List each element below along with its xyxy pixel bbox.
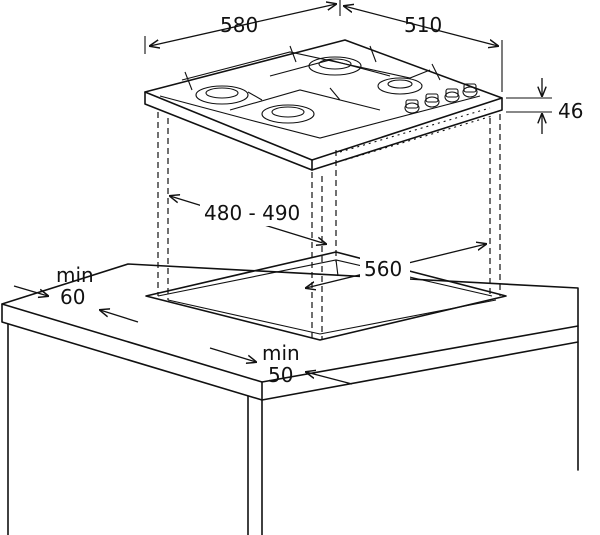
dim-min-front-value: 50 [268,363,293,387]
cabinet [7,323,579,535]
burner-back-center [308,56,362,76]
knob-icon [444,88,460,103]
dimension-min-back: min 60 [13,263,139,323]
dimension-width: 580 [144,0,341,54]
dim-width-label: 580 [220,13,258,37]
knob-icon [404,99,420,114]
dim-min-front-label: min [262,341,300,365]
dimension-cutout-depth: 480 - 490 [170,196,326,244]
burner-right [377,77,423,95]
dim-cutout-width-label: 560 [364,257,402,281]
dim-cutout-depth-label: 480 - 490 [204,201,300,225]
knob-icon [424,93,440,108]
dimension-min-front: min 50 [209,341,353,387]
vent-holes [339,107,493,161]
dim-min-back-label: min [56,263,94,287]
dimension-height: 46 [506,78,583,134]
gas-hob [144,39,503,171]
burner-front [261,104,315,124]
dim-height-label: 46 [558,99,583,123]
burner-left [195,85,249,105]
dim-min-back-value: 60 [60,285,85,309]
pan-supports [159,45,481,139]
cutout-opening [145,251,507,341]
dimension-depth: 510 [344,6,503,92]
dimension-cutout-width: 560 [306,244,486,288]
knob-icon [462,83,478,98]
dim-depth-label: 510 [404,13,442,37]
control-knobs [404,83,478,114]
